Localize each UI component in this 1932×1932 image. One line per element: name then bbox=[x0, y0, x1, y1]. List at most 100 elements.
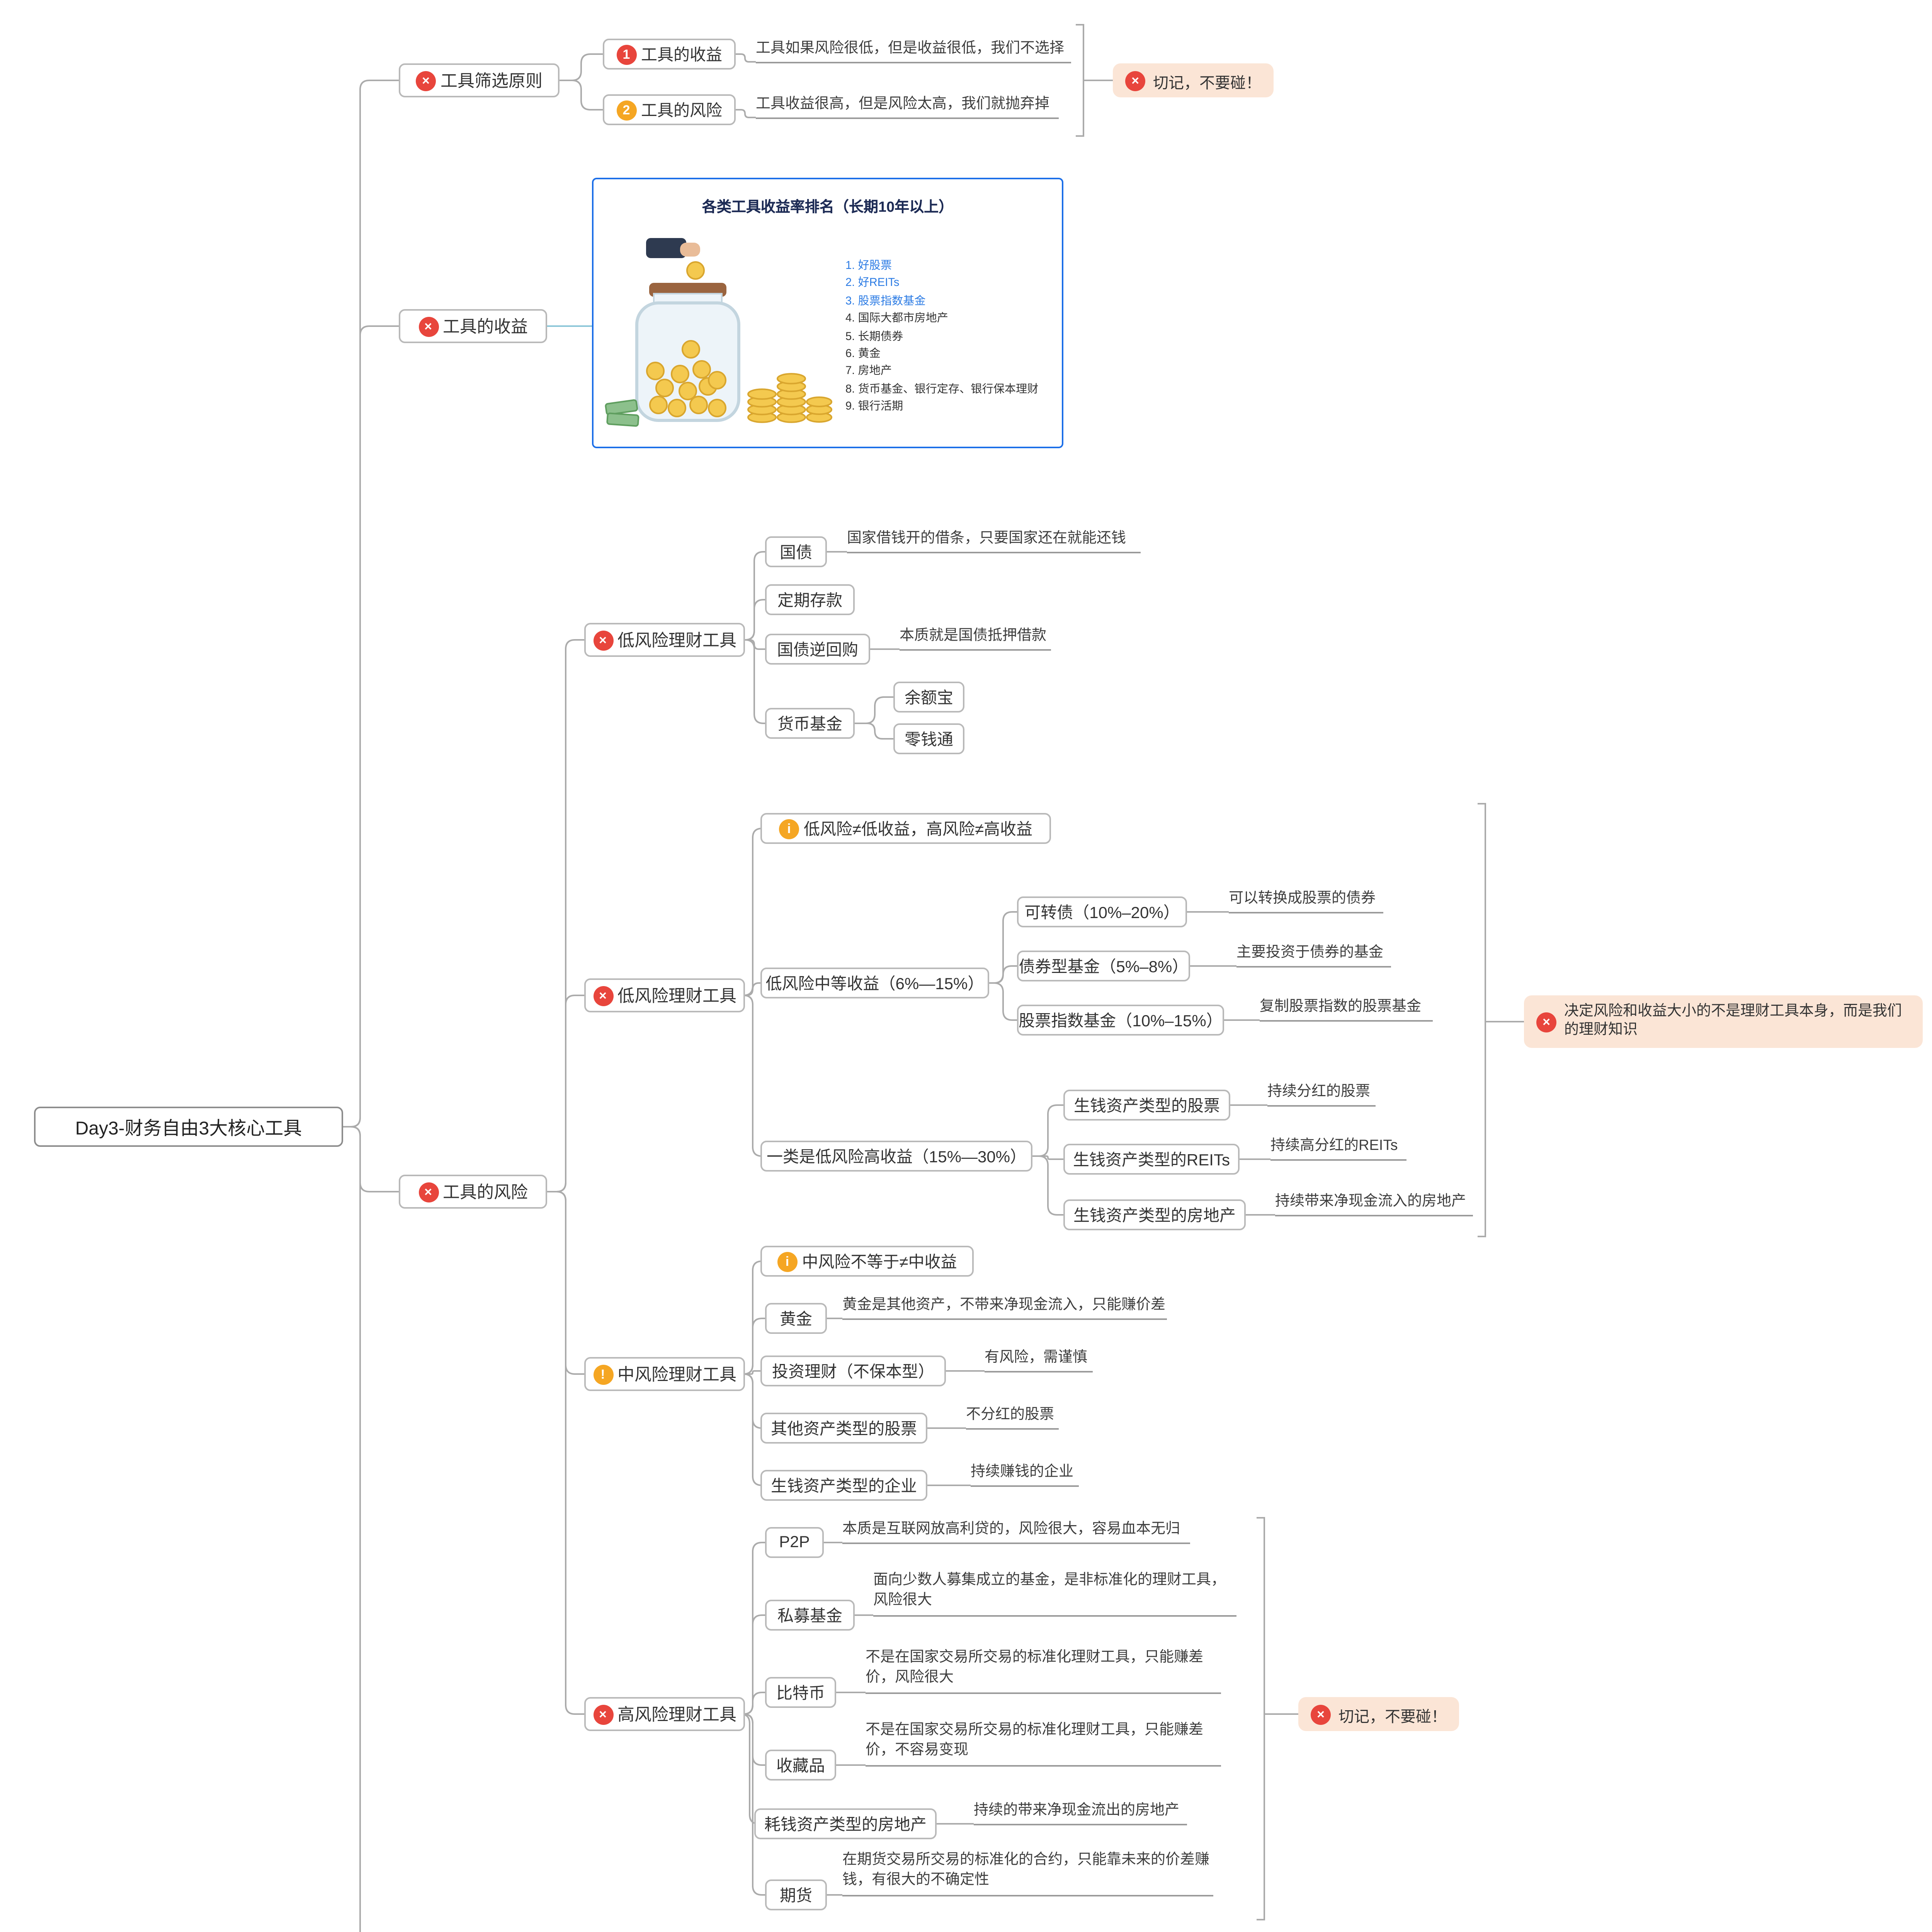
note-bitcoin[interactable]: 不是在国家交易所交易的标准化理财工具，只能赚差价，风险很大 bbox=[866, 1648, 1221, 1694]
subtopic-low-risk-tools-1[interactable]: × 低风险理财工具 bbox=[584, 623, 745, 657]
branch-tool-returns[interactable]: × 工具的收益 bbox=[399, 309, 547, 343]
node-reits[interactable]: 生钱资产类型的REITs bbox=[1063, 1144, 1240, 1175]
node-label: 其他资产类型的股票 bbox=[771, 1420, 917, 1438]
node-label: 可转债（10%–20%） bbox=[1024, 903, 1180, 922]
ranking-item: 2. 好REITs bbox=[845, 276, 900, 290]
note-cashflow-realestate[interactable]: 持续带来净现金流入的房地产 bbox=[1275, 1190, 1473, 1216]
node-cashflow-realestate[interactable]: 生钱资产类型的房地产 bbox=[1063, 1199, 1246, 1230]
note-non-guaranteed-wm[interactable]: 有风险，需谨慎 bbox=[985, 1346, 1093, 1372]
node-label: 货币基金 bbox=[777, 715, 842, 733]
node-high-return-15-30[interactable]: 一类是低风险高收益（15%—30%） bbox=[760, 1141, 1032, 1172]
node-label: 国债 bbox=[780, 543, 812, 562]
subtopic-label: 工具的收益 bbox=[641, 46, 722, 64]
subtopic-label: 低风险理财工具 bbox=[617, 632, 736, 651]
note-money-making-company[interactable]: 持续赚钱的企业 bbox=[971, 1461, 1079, 1487]
money-jar-illustration bbox=[605, 238, 832, 427]
info-icon: i bbox=[779, 818, 799, 838]
card-title: 各类工具收益率排名（长期10年以上） bbox=[702, 199, 954, 216]
root-topic[interactable]: Day3-财务自由3大核心工具 bbox=[34, 1107, 343, 1147]
note-bond-reverse-repo[interactable]: 本质就是国债抵押借款 bbox=[900, 624, 1051, 651]
number-two-icon: 2 bbox=[616, 100, 636, 120]
node-convertible-bonds[interactable]: 可转债（10%–20%） bbox=[1017, 896, 1187, 927]
note-convertible-bonds[interactable]: 可以转换成股票的债券 bbox=[1229, 887, 1383, 913]
node-label: 定期存款 bbox=[777, 591, 842, 610]
note-gold[interactable]: 黄金是其他资产，不带来净现金流入，只能赚价差 bbox=[842, 1294, 1167, 1320]
node-label: 零钱通 bbox=[905, 730, 953, 749]
note-index-funds[interactable]: 复制股票指数的股票基金 bbox=[1260, 995, 1433, 1022]
ranking-item: 9. 银行活期 bbox=[845, 399, 903, 413]
node-bitcoin[interactable]: 比特币 bbox=[765, 1677, 836, 1708]
subtopic-tool-risk[interactable]: 2 工具的风险 bbox=[603, 94, 736, 125]
subtopic-label: 工具的风险 bbox=[641, 101, 722, 120]
note-money-draining-realestate[interactable]: 持续的带来净现金流出的房地产 bbox=[974, 1799, 1187, 1825]
note-bond-funds[interactable]: 主要投资于债券的基金 bbox=[1236, 941, 1391, 968]
note-p2p[interactable]: 本质是互联网放高利贷的，风险很大，容易血本无归 bbox=[842, 1518, 1190, 1544]
callout-low-risk-not-low-return[interactable]: i 低风险≠低收益，高风险≠高收益 bbox=[760, 813, 1051, 844]
forbidden-icon: × bbox=[418, 1182, 438, 1202]
subtopic-low-risk-tools-2[interactable]: × 低风险理财工具 bbox=[584, 978, 745, 1012]
node-label: 国债逆回购 bbox=[777, 641, 858, 659]
returns-ranking-list: 1. 好股票 2. 好REITs 3. 股票指数基金 4. 国际大都市房地产 5… bbox=[845, 257, 1049, 415]
note-collectibles[interactable]: 不是在国家交易所交易的标准化理财工具，只能赚差价，不容易变现 bbox=[866, 1720, 1221, 1767]
node-label: 低风险中等收益（6%—15%） bbox=[765, 975, 984, 993]
note-low-return-rule[interactable]: 工具如果风险很低，但是收益很低，我们不选择 bbox=[756, 37, 1071, 63]
summary-label: 切记，不要碰！ bbox=[1338, 1709, 1447, 1726]
note-high-risk-rule[interactable]: 工具收益很高，但是风险太高，我们就抛弃掉 bbox=[756, 93, 1059, 119]
node-futures[interactable]: 期货 bbox=[765, 1879, 827, 1910]
note-futures[interactable]: 在期货交易所交易的标准化的合约，只能靠未来的价差赚钱，有很大的不确定性 bbox=[842, 1850, 1213, 1896]
node-money-draining-realestate[interactable]: 耗钱资产类型的房地产 bbox=[754, 1808, 937, 1839]
node-money-fund[interactable]: 货币基金 bbox=[765, 708, 855, 739]
node-bond-reverse-repo[interactable]: 国债逆回购 bbox=[765, 634, 870, 665]
summary-dont-touch-1[interactable]: × 切记，不要碰！ bbox=[1113, 63, 1274, 97]
forbidden-icon: × bbox=[1311, 1704, 1331, 1724]
subtopic-high-risk-tools[interactable]: × 高风险理财工具 bbox=[584, 1697, 745, 1731]
forbidden-icon: × bbox=[593, 1704, 613, 1724]
node-non-guaranteed-wm[interactable]: 投资理财（不保本型） bbox=[760, 1355, 946, 1386]
node-label: 耗钱资产类型的房地产 bbox=[764, 1815, 927, 1834]
callout-medium-risk[interactable]: i 中风险不等于≠中收益 bbox=[760, 1246, 974, 1277]
forbidden-icon: × bbox=[418, 316, 438, 336]
node-mid-return-6-15[interactable]: 低风险中等收益（6%—15%） bbox=[760, 968, 989, 998]
node-private-equity[interactable]: 私募基金 bbox=[765, 1600, 855, 1631]
ranking-item: 4. 国际大都市房地产 bbox=[845, 311, 948, 325]
warning-icon: ! bbox=[593, 1364, 613, 1384]
node-bond-funds[interactable]: 债券型基金（5%–8%） bbox=[1017, 951, 1190, 981]
branch-tool-risks[interactable]: × 工具的风险 bbox=[399, 1175, 547, 1209]
summary-dont-touch-2[interactable]: × 切记，不要碰！ bbox=[1298, 1697, 1459, 1731]
node-gold[interactable]: 黄金 bbox=[765, 1303, 827, 1334]
node-label: 债券型基金（5%–8%） bbox=[1019, 957, 1189, 976]
forbidden-icon: × bbox=[1536, 1012, 1556, 1032]
node-money-making-company[interactable]: 生钱资产类型的企业 bbox=[760, 1470, 927, 1501]
node-label: 收藏品 bbox=[776, 1757, 825, 1775]
branch-label: 工具的收益 bbox=[443, 318, 528, 337]
subtopic-medium-risk-tools[interactable]: ! 中风险理财工具 bbox=[584, 1357, 745, 1391]
node-fixed-deposit[interactable]: 定期存款 bbox=[765, 584, 855, 615]
note-government-bonds[interactable]: 国家借钱开的借条，只要国家还在就能还钱 bbox=[847, 527, 1141, 553]
note-dividend-stocks[interactable]: 持续分红的股票 bbox=[1267, 1080, 1376, 1107]
ranking-item: 7. 房地产 bbox=[845, 364, 892, 378]
node-lingqiantong[interactable]: 零钱通 bbox=[893, 723, 964, 754]
note-other-asset-stocks[interactable]: 不分红的股票 bbox=[966, 1403, 1059, 1430]
node-label: 生钱资产类型的股票 bbox=[1074, 1097, 1220, 1115]
node-government-bonds[interactable]: 国债 bbox=[765, 536, 827, 567]
note-reits[interactable]: 持续高分红的REITs bbox=[1270, 1134, 1406, 1161]
summary-knowledge[interactable]: × 决定风险和收益大小的不是理财工具本身，而是我们的理财知识 bbox=[1524, 995, 1923, 1048]
returns-ranking-card[interactable]: 各类工具收益率排名（长期10年以上） bbox=[592, 178, 1063, 448]
ranking-item: 1. 好股票 bbox=[845, 258, 892, 272]
branch-tool-selection-principles[interactable]: × 工具筛选原则 bbox=[399, 63, 560, 97]
node-label: 期货 bbox=[780, 1886, 812, 1905]
node-label: 黄金 bbox=[780, 1310, 812, 1328]
node-other-asset-stocks[interactable]: 其他资产类型的股票 bbox=[760, 1413, 927, 1444]
node-yuebao[interactable]: 余额宝 bbox=[893, 682, 964, 713]
node-label: 中风险不等于≠中收益 bbox=[802, 1253, 957, 1271]
node-dividend-stocks[interactable]: 生钱资产类型的股票 bbox=[1063, 1090, 1230, 1121]
node-collectibles[interactable]: 收藏品 bbox=[765, 1750, 836, 1781]
node-label: 股票指数基金（10%–15%） bbox=[1019, 1012, 1223, 1030]
subtopic-tool-return[interactable]: 1 工具的收益 bbox=[603, 39, 736, 70]
node-index-funds[interactable]: 股票指数基金（10%–15%） bbox=[1017, 1005, 1224, 1036]
forbidden-icon: × bbox=[1125, 70, 1145, 90]
note-private-equity[interactable]: 面向少数人募集成立的基金，是非标准化的理财工具，风险很大 bbox=[873, 1570, 1236, 1617]
node-p2p[interactable]: P2P bbox=[765, 1527, 824, 1558]
